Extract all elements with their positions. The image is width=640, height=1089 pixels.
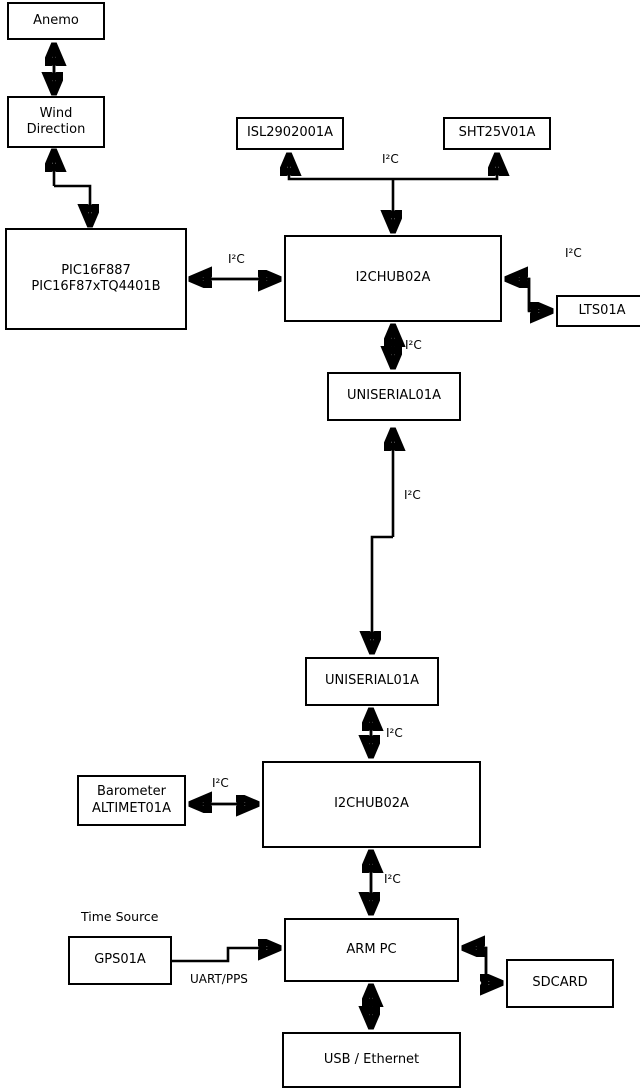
node-sdcard-label: SDCARD [532,975,588,991]
node-lts01a-label: LTS01A [578,302,626,318]
wire-uni-down [372,535,393,651]
wire-lts-to-hub [508,279,531,311]
node-i2chub02a-top-label: I2CHUB02A [355,270,431,286]
node-arm-pc[interactable]: ARM PC [284,918,459,982]
node-i2chub02a-bottom[interactable]: I2CHUB02A [262,761,481,848]
node-wind-direction[interactable]: Wind Direction [7,96,105,148]
edge-label-i2c-top-sensors: I²C [382,152,399,166]
node-uniserial01a-top-label: UNISERIAL01A [347,388,441,404]
node-lts01a[interactable]: LTS01A [556,295,640,327]
node-usb-ethernet-label: USB / Ethernet [323,1051,420,1067]
node-gps01a-label: GPS01A [94,952,146,968]
node-usb-ethernet[interactable]: USB / Ethernet [282,1032,461,1088]
edge-label-i2c-uni-hub2: I²C [386,726,403,740]
wire-gps-to-arm [172,948,278,961]
edge-label-i2c-uni-uni: I²C [404,488,421,502]
edge-label-i2c-hub-lts: I²C [565,246,582,260]
node-pic-mcu-label: PIC16F887 PIC16F87xTQ4401B [31,262,161,294]
edge-label-i2c-baro-hub2: I²C [212,776,229,790]
node-arm-pc-label: ARM PC [346,941,397,957]
node-uniserial01a-bottom[interactable]: UNISERIAL01A [305,657,439,706]
wire-sdcard-to-arm [465,948,488,983]
node-anemo[interactable]: Anemo [7,2,105,40]
wire-arm-to-sdcard [465,946,500,983]
node-isl2902001a-label: ISL2902001A [246,125,334,141]
node-anemo-label: Anemo [33,12,79,28]
node-i2chub02a-top[interactable]: I2CHUB02A [284,235,502,322]
node-uniserial01a-top[interactable]: UNISERIAL01A [327,372,461,421]
node-isl2902001a[interactable]: ISL2902001A [236,117,344,150]
edge-label-i2c-pic-hub: I²C [228,252,245,266]
node-pic-mcu[interactable]: PIC16F887 PIC16F87xTQ4401B [5,228,187,330]
node-gps01a[interactable]: GPS01A [68,936,172,985]
wire-hub-to-sht [393,156,497,181]
edge-label-i2c-hub2-arm: I²C [384,872,401,886]
node-barometer-altimet01a-label: Barometer ALTIMET01A [92,784,171,816]
node-sht25v01a[interactable]: SHT25V01A [443,117,551,150]
wire-hub-to-lts [508,277,550,311]
wire-hub-to-isl [289,156,393,181]
node-wind-direction-label: Wind Direction [26,105,86,137]
node-uniserial01a-bottom-label: UNISERIAL01A [325,673,419,689]
edge-label-i2c-hub-uni: I²C [405,338,422,352]
label-time-source: Time Source [81,909,159,924]
node-sht25v01a-label: SHT25V01A [458,125,536,141]
edge-label-uart-pps: UART/PPS [190,972,248,986]
node-i2chub02a-bottom-label: I2CHUB02A [334,796,409,812]
wire-wind-step [54,184,90,224]
node-barometer-altimet01a[interactable]: Barometer ALTIMET01A [77,775,186,826]
node-sdcard[interactable]: SDCARD [506,959,614,1008]
